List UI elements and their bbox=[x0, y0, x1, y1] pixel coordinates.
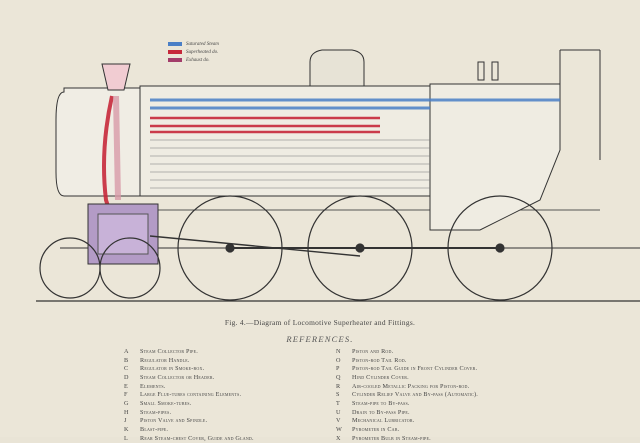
legend-swatch bbox=[168, 50, 182, 54]
legend-label: Saturated Steam bbox=[186, 41, 219, 47]
reference-item: N Piston and Rod. bbox=[336, 347, 478, 356]
reference-letter: V bbox=[336, 417, 341, 425]
reference-item: P Piston-rod Tail Guide in Front Cylinder… bbox=[336, 364, 478, 373]
reference-letter: N bbox=[336, 347, 341, 355]
reference-item: E Elements. bbox=[124, 382, 254, 391]
reference-item: K Blast-pipe. bbox=[124, 425, 254, 434]
reference-letter: E bbox=[124, 382, 128, 390]
reference-text: Mechanical Lubricator. bbox=[352, 417, 415, 425]
reference-text: Air-cooled Metallic Packing for Piston-r… bbox=[352, 382, 470, 390]
reference-letter: C bbox=[124, 365, 129, 373]
reference-item: V Mechanical Lubricator. bbox=[336, 417, 478, 426]
reference-text: Piston-rod Tail Guide in Front Cylinder … bbox=[352, 365, 478, 373]
legend-entry: Superheated do. bbox=[168, 48, 219, 56]
reference-letter: F bbox=[124, 391, 128, 399]
boiler-barrel bbox=[139, 85, 431, 197]
reference-text: Blast-pipe. bbox=[140, 426, 169, 434]
reference-text: Cylinder Relief Valve and By-pass (Autom… bbox=[352, 391, 478, 399]
reference-item: G Small Smoke-tubes. bbox=[124, 399, 254, 408]
reference-letter: H bbox=[124, 408, 129, 416]
colour-legend: Saturated Steam Superheated do. Exhaust … bbox=[168, 40, 219, 64]
figure-caption: Fig. 4.—Diagram of Locomotive Superheate… bbox=[224, 318, 416, 327]
reference-letter: P bbox=[336, 365, 340, 373]
reference-item: T Steam-pipe to By-pass. bbox=[336, 399, 478, 408]
reference-item: U Drain to By-pass Pipe. bbox=[336, 408, 478, 417]
reference-text: Piston-rod Tail Rod. bbox=[352, 356, 407, 364]
legend-entry: Saturated Steam bbox=[168, 40, 219, 48]
reference-letter: S bbox=[336, 391, 340, 399]
reference-item: D Steam Collector or Header. bbox=[124, 373, 254, 382]
reference-item: Q Hind Cylinder Cover. bbox=[336, 373, 478, 382]
reference-text: Steam Collector or Header. bbox=[140, 373, 215, 381]
reference-text: Rear Steam-chest Cover, Guide and Gland. bbox=[140, 434, 254, 442]
reference-letter: X bbox=[336, 434, 341, 442]
reference-letter: A bbox=[124, 347, 129, 355]
reference-letter: Q bbox=[336, 373, 341, 381]
legend-swatch bbox=[168, 42, 182, 46]
reference-text: Regulator Handle. bbox=[140, 356, 190, 364]
reference-text: Pyrometer Bulb in Steam-pipe. bbox=[352, 434, 431, 442]
reference-text: Steam-pipe to By-pass. bbox=[352, 399, 410, 407]
bogie-wheel bbox=[99, 237, 161, 299]
reference-item: H Steam-pipes. bbox=[124, 408, 254, 417]
reference-letter: K bbox=[124, 426, 129, 434]
legend-label: Exhaust do. bbox=[186, 57, 210, 63]
reference-item: F Large Flue-tubes containing Elements. bbox=[124, 390, 254, 399]
reference-item: O Piston-rod Tail Rod. bbox=[336, 356, 478, 365]
legend-swatch bbox=[168, 58, 182, 62]
leading-wheel bbox=[39, 237, 101, 299]
reference-text: Piston and Rod. bbox=[352, 347, 394, 355]
locomotive-diagram bbox=[36, 49, 640, 302]
reference-letter: D bbox=[124, 373, 129, 381]
legend-entry: Exhaust do. bbox=[168, 56, 219, 64]
reference-text: Large Flue-tubes containing Elements. bbox=[140, 391, 242, 399]
reference-text: Steam-pipes. bbox=[140, 408, 172, 416]
dome bbox=[309, 49, 365, 87]
reference-letter: B bbox=[124, 356, 129, 364]
reference-text: Elements. bbox=[140, 382, 166, 390]
reference-letter: O bbox=[336, 356, 341, 364]
blast-pipe bbox=[113, 95, 121, 201]
references-right-column: N Piston and Rod. O Piston-rod Tail Rod. P… bbox=[336, 347, 478, 443]
chimney bbox=[101, 63, 131, 91]
reference-letter: J bbox=[124, 417, 127, 425]
firebox bbox=[429, 83, 561, 231]
reference-text: Pyrometer in Cab. bbox=[352, 426, 400, 434]
reference-item: S Cylinder Relief Valve and By-pass (Auto… bbox=[336, 390, 478, 399]
references-heading: REFERENCES. bbox=[286, 334, 354, 344]
reference-item: A Steam Collector Pipe. bbox=[124, 347, 254, 356]
reference-letter: T bbox=[336, 399, 340, 407]
reference-item: X Pyrometer Bulb in Steam-pipe. bbox=[336, 434, 478, 443]
reference-text: Hind Cylinder Cover. bbox=[352, 373, 409, 381]
reference-text: Piston Valve and Spindle. bbox=[140, 417, 208, 425]
reference-item: R Air-cooled Metallic Packing for Piston-… bbox=[336, 382, 478, 391]
reference-text: Drain to By-pass Pipe. bbox=[352, 408, 410, 416]
reference-text: Small Smoke-tubes. bbox=[140, 399, 192, 407]
reference-text: Steam Collector Pipe. bbox=[140, 347, 198, 355]
reference-item: W Pyrometer in Cab. bbox=[336, 425, 478, 434]
reference-item: B Regulator Handle. bbox=[124, 356, 254, 365]
reference-text: Regulator in Smoke-box. bbox=[140, 365, 205, 373]
reference-letter: U bbox=[336, 408, 341, 416]
references-left-column: A Steam Collector Pipe. B Regulator Handle… bbox=[124, 347, 254, 443]
reference-item: J Piston Valve and Spindle. bbox=[124, 417, 254, 426]
reference-item: C Regulator in Smoke-box. bbox=[124, 364, 254, 373]
legend-label: Superheated do. bbox=[186, 49, 219, 55]
reference-item: L Rear Steam-chest Cover, Guide and Gland… bbox=[124, 434, 254, 443]
reference-letter: L bbox=[124, 434, 128, 442]
reference-letter: R bbox=[336, 382, 341, 390]
reference-letter: G bbox=[124, 399, 129, 407]
reference-letter: W bbox=[336, 426, 342, 434]
